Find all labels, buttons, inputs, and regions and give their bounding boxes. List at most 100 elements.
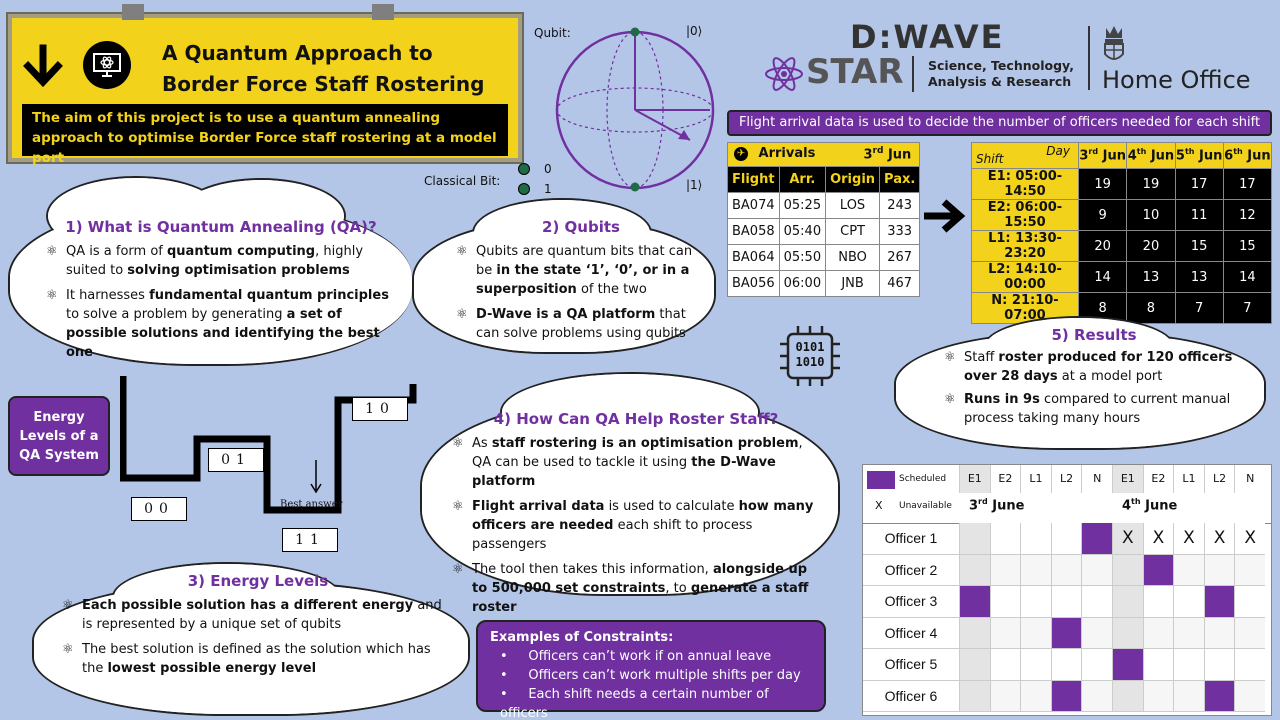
atom-bullet-icon: ⚛ bbox=[944, 350, 956, 365]
list-item: • Each shift needs a certain number of o… bbox=[500, 687, 769, 720]
shift-code-header: N bbox=[1234, 465, 1265, 493]
ket-zero-label: |0⟩ bbox=[686, 24, 703, 38]
roster-cell bbox=[1020, 649, 1051, 681]
roster-cell bbox=[1112, 554, 1143, 586]
plane-icon: ✈ bbox=[734, 146, 748, 161]
roster-cell bbox=[1081, 586, 1112, 618]
constraints-box: Examples of Constraints: • Officers can’… bbox=[476, 620, 826, 720]
roster-cell bbox=[989, 586, 1021, 618]
shift-code-header: L1 bbox=[1173, 465, 1204, 493]
shift-code-header: E1 bbox=[959, 465, 990, 493]
roster-cell bbox=[1173, 617, 1204, 649]
page-title: A Quantum Approach to Border Force Staff… bbox=[162, 38, 484, 100]
day-header-3rd-june: 3rd June bbox=[969, 497, 1025, 514]
legend-scheduled-label: Scheduled bbox=[899, 474, 947, 484]
qubits-title: 2) Qubits bbox=[542, 218, 620, 236]
qubits-cloud: 2) Qubits ⚛Qubits are quantum bits that … bbox=[412, 196, 716, 356]
roster-cell bbox=[1081, 649, 1112, 681]
home-office-logo: Home Office bbox=[1102, 66, 1251, 94]
roster-cell bbox=[1234, 649, 1265, 681]
roster-cell bbox=[1020, 586, 1051, 618]
shift-day-corner: Shift Day bbox=[971, 142, 1079, 169]
bit-zero-label: 0 bbox=[544, 162, 552, 176]
roster-cell bbox=[989, 617, 1021, 649]
roster-cell bbox=[989, 680, 1021, 712]
atom-bullet-icon: ⚛ bbox=[452, 499, 464, 514]
qa-bullet-2: ⚛It harnesses fundamental quantum princi… bbox=[46, 288, 389, 360]
how-qa-helps-cloud: 4) How Can QA Help Roster Staff? ⚛As sta… bbox=[420, 370, 840, 615]
roster-cell bbox=[1234, 554, 1265, 586]
energy-bullet-2: ⚛The best solution is defined as the sol… bbox=[62, 642, 431, 676]
roster-cell bbox=[1142, 586, 1174, 618]
day-header: 6th Jun bbox=[1222, 142, 1273, 169]
legend-x-symbol: X bbox=[875, 499, 883, 512]
arrivals-header: ✈ Arrivals 3rd Jun bbox=[726, 142, 921, 167]
roster-cell bbox=[1173, 649, 1204, 681]
roster-cell bbox=[1050, 649, 1082, 681]
state-box: 01 bbox=[208, 448, 264, 472]
day-header: 3rd Jun bbox=[1077, 142, 1128, 169]
bit-one-dot bbox=[518, 183, 530, 195]
roster-cell bbox=[1234, 586, 1265, 618]
shift-code-header: E1 bbox=[1112, 465, 1143, 493]
qubit-label: Qubit: bbox=[534, 26, 571, 40]
roster-cell bbox=[959, 649, 990, 681]
roster-cell bbox=[989, 523, 1021, 555]
shift-code-header: L1 bbox=[1020, 465, 1051, 493]
atom-bullet-icon: ⚛ bbox=[46, 288, 58, 303]
scheduled-cell bbox=[1142, 554, 1174, 586]
unavailable-cell: X bbox=[1234, 523, 1265, 555]
star-logo: STAR bbox=[806, 52, 904, 92]
bit-one-label: 1 bbox=[544, 182, 552, 196]
logo-divider bbox=[1088, 26, 1090, 90]
roster-cell bbox=[1020, 523, 1051, 555]
help-bullet-2: ⚛Flight arrival data is used to calculat… bbox=[452, 499, 814, 552]
results-cloud: 5) Results ⚛Staff roster produced for 12… bbox=[894, 316, 1266, 452]
star-subtitle-2: Analysis & Research bbox=[928, 74, 1072, 89]
unavailable-cell: X bbox=[1112, 523, 1143, 555]
state-box: 10 bbox=[352, 397, 408, 421]
atom-bullet-icon: ⚛ bbox=[456, 307, 468, 322]
roster-cell bbox=[1112, 586, 1143, 618]
shift-code-header: N bbox=[1081, 465, 1112, 493]
officer-name: Officer 1 bbox=[863, 523, 959, 555]
legend-unavailable-label: Unavailable bbox=[899, 501, 952, 511]
officer-name: Officer 2 bbox=[863, 555, 959, 586]
roster-cell bbox=[1234, 680, 1265, 712]
shift-code-header: E2 bbox=[1142, 465, 1174, 493]
chip-icon bbox=[778, 324, 842, 392]
best-answer-label: Best answer bbox=[280, 499, 343, 510]
sign-post bbox=[372, 4, 394, 20]
roster-cell bbox=[989, 554, 1021, 586]
roster-cell bbox=[1142, 680, 1174, 712]
down-arrow-icon bbox=[20, 44, 66, 94]
roster-cell bbox=[959, 680, 990, 712]
roster-cell bbox=[1173, 554, 1204, 586]
roster-cell bbox=[959, 523, 990, 555]
best-answer-arrow bbox=[310, 460, 322, 498]
state-box: 00 bbox=[131, 497, 187, 521]
roster-cell bbox=[1203, 649, 1235, 681]
roster-cell bbox=[959, 554, 990, 586]
help-title: 4) How Can QA Help Roster Staff? bbox=[493, 410, 779, 428]
computer-atom-icon bbox=[82, 40, 132, 94]
star-subtitle: Science, Technology, Analysis & Research bbox=[928, 58, 1074, 90]
scheduled-cell bbox=[1081, 523, 1112, 555]
officer-name: Officer 4 bbox=[863, 618, 959, 649]
qa-bullet-1: ⚛QA is a form of quantum computing, high… bbox=[46, 244, 364, 278]
shift-code-header: L2 bbox=[1050, 465, 1082, 493]
roster-cell bbox=[1234, 617, 1265, 649]
day-header: 4th Jun bbox=[1126, 142, 1176, 169]
unavailable-cell: X bbox=[1142, 523, 1174, 555]
energy-title: 3) Energy Levels bbox=[187, 572, 329, 590]
roster-cell bbox=[1050, 554, 1082, 586]
flight-banner: Flight arrival data is used to decide th… bbox=[727, 110, 1272, 136]
atom-bullet-icon: ⚛ bbox=[452, 562, 464, 577]
